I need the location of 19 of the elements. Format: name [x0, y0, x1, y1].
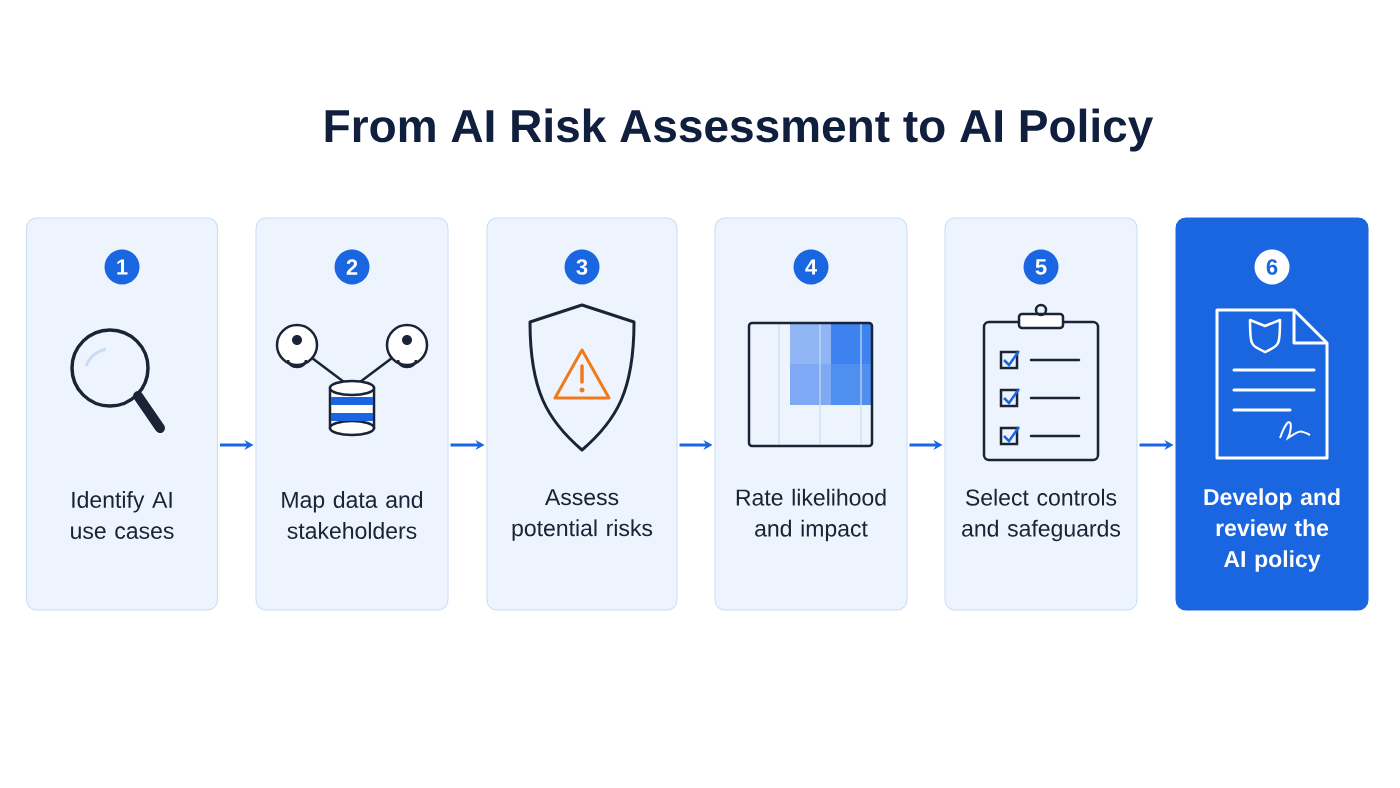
- step-card: [255, 217, 449, 611]
- step-card: [944, 217, 1138, 611]
- step-card: [1175, 217, 1369, 611]
- step-number: 5: [1023, 249, 1059, 285]
- step-label: Map data and stakeholders: [282, 491, 423, 539]
- step-card: [714, 217, 908, 611]
- step-number: 3: [564, 249, 600, 285]
- step-number: 4: [793, 249, 829, 285]
- step-label: Select controls and safeguards: [962, 488, 1121, 542]
- step-label: Assess potential risks: [512, 489, 653, 541]
- step-card: [26, 217, 218, 611]
- step-number: 1: [104, 249, 140, 285]
- step-label: Develop and review the AI policy: [1204, 488, 1340, 572]
- step-number: 2: [334, 249, 370, 285]
- step-label: Identify AI use cases: [71, 491, 174, 539]
- step-card: [486, 217, 678, 611]
- title: From AI Risk Assessment to AI Policy: [325, 108, 1154, 152]
- step-number: 6: [1254, 249, 1290, 285]
- step-label: Rate likelihood and impact: [736, 488, 886, 542]
